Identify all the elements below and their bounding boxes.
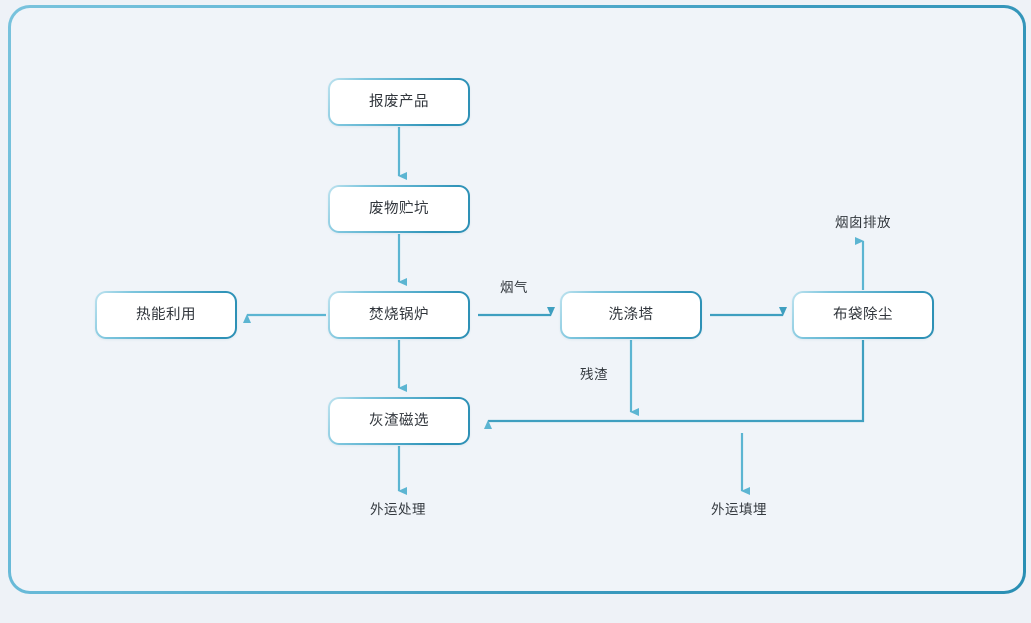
edge-label-flue-gas: 烟气 bbox=[500, 280, 528, 295]
node-label: 废物贮坑 bbox=[369, 200, 429, 217]
connector-bagfilter-to-ash bbox=[484, 340, 865, 429]
node-label: 洗涤塔 bbox=[608, 306, 654, 323]
node-scrap-product[interactable]: 报废产品 bbox=[328, 78, 470, 126]
terminal-label-offsite-treatment: 外运处理 bbox=[370, 502, 426, 517]
node-incineration-boiler[interactable]: 焚烧锅炉 bbox=[328, 291, 470, 339]
node-label: 焚烧锅炉 bbox=[369, 306, 429, 323]
node-label: 灰渣磁选 bbox=[369, 412, 429, 429]
node-ash-magnetic-sort[interactable]: 灰渣磁选 bbox=[328, 397, 470, 445]
node-bag-filter[interactable]: 布袋除尘 bbox=[792, 291, 934, 339]
edge-label-residue: 残渣 bbox=[580, 367, 608, 382]
node-label: 布袋除尘 bbox=[833, 306, 893, 323]
node-heat-recovery[interactable]: 热能利用 bbox=[95, 291, 237, 339]
terminal-label-stack-emission: 烟囱排放 bbox=[835, 215, 891, 230]
terminal-label-offsite-landfill: 外运填埋 bbox=[711, 502, 767, 517]
node-scrubber-tower[interactable]: 洗涤塔 bbox=[560, 291, 702, 339]
node-label: 热能利用 bbox=[136, 306, 196, 323]
node-waste-storage-pit[interactable]: 废物贮坑 bbox=[328, 185, 470, 233]
node-label: 报废产品 bbox=[369, 93, 429, 110]
